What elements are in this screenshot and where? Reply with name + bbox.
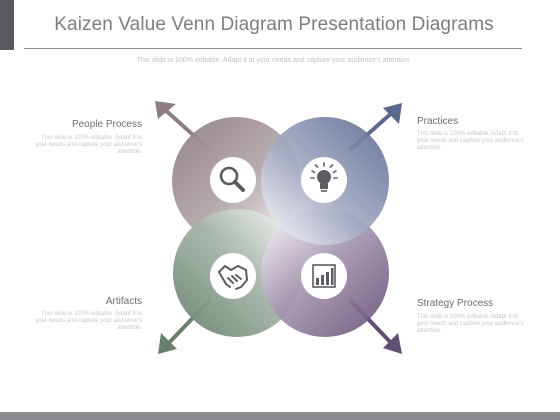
slide-title: Kaizen Value Venn Diagram Presentation D… [54, 14, 494, 35]
title-divider [24, 48, 522, 49]
artifacts-title: Artifacts [105, 296, 142, 307]
magnifier-icon [219, 166, 245, 192]
strategy-process-description: This slide is 100% editable. Adapt it to… [417, 314, 524, 334]
bottom-bar [0, 412, 560, 420]
corner-accent [0, 0, 14, 50]
artifacts-description: This slide is 100% editable. Adapt it to… [35, 311, 142, 331]
practices-description: This slide is 100% editable. Adapt it to… [417, 131, 524, 151]
people-process-title: People Process [71, 119, 142, 130]
people-process-description: This slide is 100% editable. Adapt it to… [35, 135, 142, 155]
strategy-process-title: Strategy Process [417, 298, 494, 309]
slide-subtitle: This slide is 100% editable. Adapt it to… [136, 57, 412, 64]
handshake-icon [218, 265, 248, 290]
people-process-icon-disc [210, 157, 256, 203]
practices-title: Practices [417, 116, 459, 127]
lightbulb-icon [310, 162, 338, 192]
bar-chart-icon [312, 264, 336, 288]
